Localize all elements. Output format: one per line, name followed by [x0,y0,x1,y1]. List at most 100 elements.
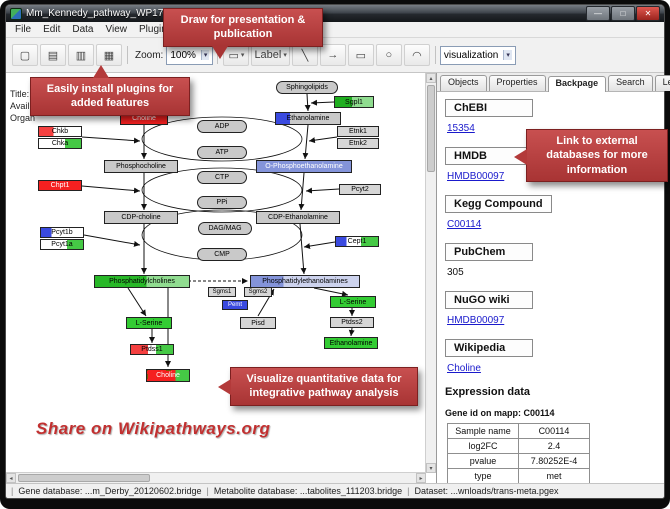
open-button[interactable]: ▤ [40,44,66,66]
external-id-link[interactable]: Choline [447,363,481,374]
new-pathway-button[interactable]: ▢ [12,44,38,66]
tab-search[interactable]: Search [608,75,653,91]
pathway-node-phosphatidylethanolamines[interactable]: Phosphatidylethanolamines [250,275,360,288]
arc-icon: ◠ [412,49,422,62]
pathway-node-etnk2[interactable]: Etnk2 [337,138,379,149]
line-tool-button[interactable]: ╲ [291,44,318,66]
rectangle-icon: ▭ [355,49,367,62]
tab-backpage[interactable]: Backpage [547,76,607,92]
chevron-down-icon: ▾ [283,52,287,59]
scroll-right-icon[interactable]: ▸ [416,473,426,483]
oval-tool-button[interactable]: ○ [375,44,402,66]
external-id-link[interactable]: 15354 [447,123,475,134]
pathway-node-cdp-choline[interactable]: CDP-choline [104,211,178,224]
tab-legend[interactable]: Legend [654,75,670,91]
toolbar-separator [434,46,436,64]
minimize-button[interactable]: — [586,6,610,21]
vertical-scrollbar[interactable]: ▴ ▾ [425,73,436,473]
expression-cell: type [447,468,519,483]
pathway-node-adp[interactable]: ADP [197,120,247,133]
export-button[interactable]: ▦ [96,44,122,66]
selection-handle[interactable] [189,369,190,371]
vertical-scroll-thumb[interactable] [427,85,435,172]
selection-handle[interactable] [146,381,148,382]
scroll-down-icon[interactable]: ▾ [426,463,436,473]
menu-file[interactable]: File [15,24,32,35]
pathway-node-sgms2[interactable]: Sgms2 [244,287,272,297]
pathway-node-chkb[interactable]: Chkb [38,126,82,137]
pathway-node-chpt1[interactable]: Chpt1 [38,180,82,191]
selection-handle[interactable] [147,370,148,371]
pathway-node-pcyt1a[interactable]: Pcyt1a [40,239,84,250]
label-tool-dropdown[interactable]: Label ▾ [251,44,290,66]
status-segment: Metabolite database: ...tabolites_111203… [213,486,403,496]
maximize-button[interactable]: □ [611,6,635,21]
expression-cell: 7.80252E-4 [518,453,590,469]
pathway-node-ctp[interactable]: CTP [197,171,247,184]
menu-view[interactable]: View [105,24,127,35]
rectangle-tool-button[interactable]: ▭ [347,44,374,66]
expression-cell: met [518,468,590,483]
menu-edit[interactable]: Edit [43,24,61,35]
toolbar: ▢ ▤ ▥ ▦ Zoom: 100% ▾ ▭ ▾ Label ▾ ╲ → ▭ ○… [6,38,664,73]
pathway-node-ethanolamine[interactable]: Ethanolamine [324,337,378,349]
pathway-node-pcyt2[interactable]: Pcyt2 [339,184,381,195]
pathway-node-cept1[interactable]: Cept1 [335,236,379,247]
pathway-node-etnk1[interactable]: Etnk1 [337,126,379,137]
pathway-node-l-serine[interactable]: L-Serine [126,317,172,329]
selection-handle[interactable] [166,381,171,382]
callout-link-databases: Link to external databases for more info… [514,129,668,182]
section-header: HMDB [445,147,533,165]
scroll-up-icon[interactable]: ▴ [426,73,436,83]
pathway-node-ppi[interactable]: PPi [197,196,247,209]
external-id-link[interactable]: HMDB00097 [447,315,505,326]
pathway-node-o-phosphoethanolamine[interactable]: O-Phosphoethanolamine [256,160,352,173]
selection-handle[interactable] [189,374,190,379]
selection-handle[interactable] [147,373,148,379]
pathway-node-sgms1[interactable]: Sgms1 [208,287,236,297]
visualization-combobox[interactable]: visualization ▾ [439,45,516,65]
selection-handle[interactable] [166,370,171,371]
pathway-node-choline[interactable]: Choline [146,369,190,382]
close-button[interactable]: ✕ [636,6,660,21]
pathway-node-phosphocholine[interactable]: Phosphocholine [104,160,178,173]
pathway-node-ethanolamine[interactable]: Ethanolamine [275,112,341,125]
chevron-down-icon: ▾ [503,50,512,60]
pathway-node-pemt[interactable]: Pemt [222,300,248,310]
pathway-node-pcyt1b[interactable]: Pcyt1b [40,227,84,238]
zoom-combobox[interactable]: 100% ▾ [166,45,214,65]
chevron-down-icon: ▾ [200,50,210,60]
pathway-node-l-serine[interactable]: L-Serine [330,296,376,308]
pathway-node-sgpl1[interactable]: Sgpl1 [334,96,374,108]
external-id-link[interactable]: HMDB00097 [447,171,505,182]
scroll-left-icon[interactable]: ◂ [6,473,16,483]
menu-data[interactable]: Data [72,24,94,35]
horizontal-scrollbar[interactable]: ◂ ▸ [6,472,426,483]
pathway-node-ptdss1[interactable]: Ptdss1 [130,344,174,355]
backpage-section-hmdb: HMDB HMDB00097 [445,146,656,182]
pathway-node-ptdss2[interactable]: Ptdss2 [330,317,374,328]
pathway-node-cmp[interactable]: CMP [197,248,247,261]
tab-properties[interactable]: Properties [488,75,546,91]
pathway-node-cdp-ethanolamine[interactable]: CDP-Ethanolamine [256,211,340,224]
external-id-link[interactable]: C00114 [447,219,482,230]
callout-draw: Draw for presentation & publication [163,8,323,59]
pathway-node-pisd[interactable]: Pisd [240,317,276,329]
pathway-node-dag-mag[interactable]: DAG/MAG [198,222,252,235]
selection-handle[interactable] [189,381,190,382]
export-icon: ▦ [103,49,115,62]
pathway-node-chka[interactable]: Chka [38,138,82,149]
new-file-icon: ▢ [19,49,31,62]
pathway-node-phosphatidylcholines[interactable]: Phosphatidylcholines [94,275,190,288]
tab-objects[interactable]: Objects [440,75,487,91]
save-button[interactable]: ▥ [68,44,94,66]
menu-plugins[interactable]: Plugins [138,24,172,35]
pathway-node-atp[interactable]: ATP [197,146,247,159]
horizontal-scroll-thumb[interactable] [18,474,150,482]
pathway-node-sphingolipids[interactable]: Sphingolipids [276,81,338,94]
arrow-tool-button[interactable]: → [319,44,346,66]
arc-tool-button[interactable]: ◠ [403,44,430,66]
